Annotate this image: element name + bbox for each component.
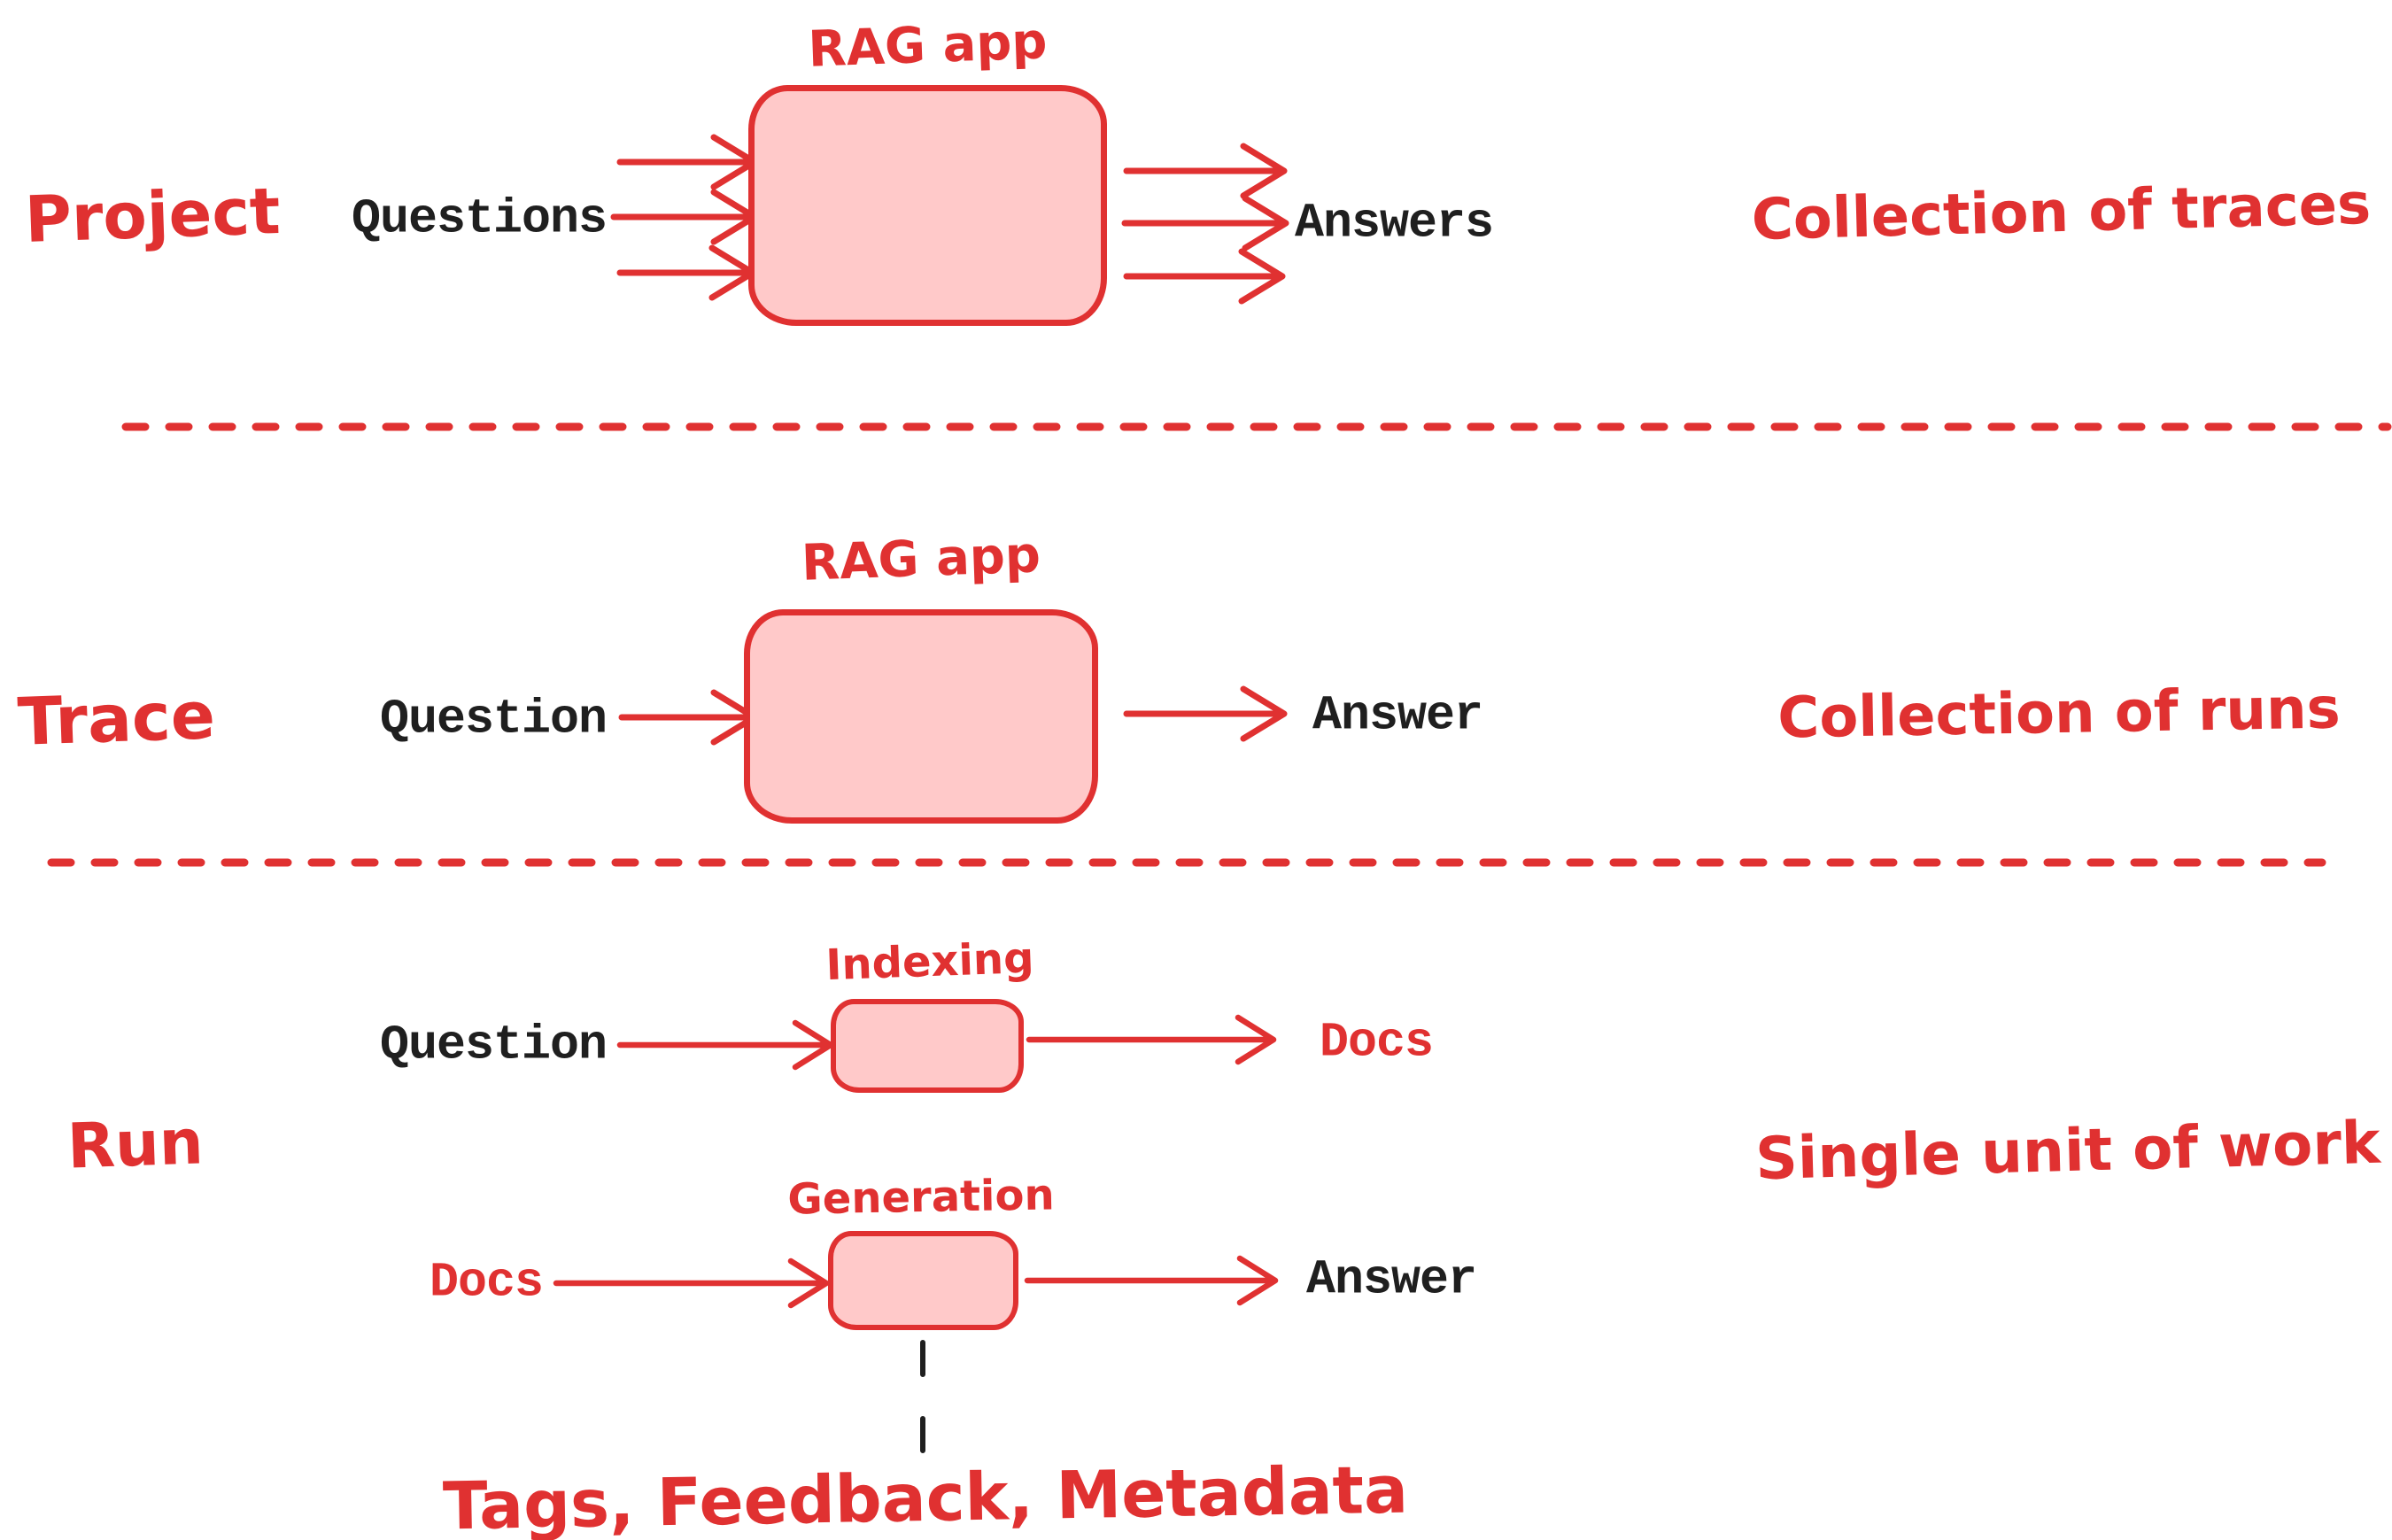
answers-output-arrow-3 [1123, 248, 1286, 305]
questions-label: Questions [351, 190, 608, 247]
rag-app-box-project [748, 85, 1107, 326]
collection-of-runs-note: Collection of runs [1777, 676, 2342, 752]
questions-input-arrow-2 [610, 189, 758, 245]
answers-label: Answers [1295, 195, 1494, 252]
answer-label-run: Answer [1306, 1251, 1477, 1308]
question-input-arrow [618, 689, 758, 746]
tags-feedback-metadata-annotation: Tags, Feedback, Metadata [442, 1451, 1409, 1540]
answer-label-trace: Answer [1312, 687, 1483, 744]
answer-output-arrow [1123, 685, 1288, 742]
generation-box [828, 1231, 1018, 1330]
question-label-trace: Question [379, 691, 608, 747]
run-row-label: Run [66, 1105, 205, 1183]
docs-input-label: Docs [430, 1254, 544, 1311]
indexing-box [831, 999, 1024, 1093]
questions-input-arrow-1 [616, 134, 758, 190]
indexing-output-arrow [1026, 1014, 1277, 1065]
answers-output-arrow-2 [1121, 195, 1289, 252]
docs-output-label: Docs [1320, 1014, 1434, 1071]
generation-input-arrow [553, 1258, 830, 1309]
collection-of-traces-note: Collection of traces [1750, 171, 2373, 254]
indexing-input-arrow [616, 1019, 834, 1071]
generation-output-arrow [1024, 1255, 1279, 1306]
questions-input-arrow-3 [616, 244, 756, 301]
generation-box-title: Generation [786, 1170, 1056, 1225]
trace-row-label: Trace [16, 677, 217, 761]
answers-output-arrow-1 [1123, 143, 1288, 199]
question-label-run: Question [379, 1017, 608, 1073]
indexing-box-title: Indexing [824, 933, 1035, 991]
project-row-label: Project [23, 173, 282, 258]
rag-app-box-trace [744, 609, 1098, 824]
single-unit-of-work-note: Single unit of work [1754, 1108, 2381, 1194]
